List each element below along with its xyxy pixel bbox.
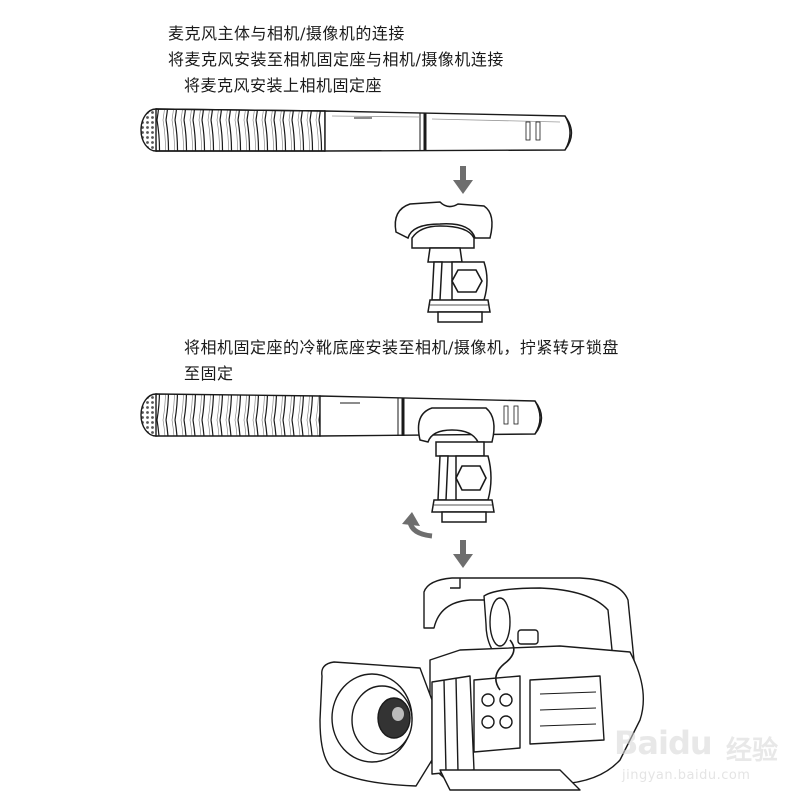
- watermark-url: jingyan.baidu.com: [622, 768, 751, 783]
- rotate-arrow-icon: [402, 512, 433, 539]
- arrow-down-icon-2: [453, 540, 473, 568]
- microphone-top: [140, 108, 573, 152]
- arrow-down-icon: [453, 166, 473, 194]
- step-1-text: 将麦克风安装至相机固定座与相机/摄像机连接: [168, 50, 504, 69]
- camcorder-illustration: [319, 577, 645, 791]
- baidu-watermark: Baidu 经验 jingyan.baidu.com: [608, 722, 798, 792]
- step-2-text-line1: 将相机固定座的冷靴底座安装至相机/摄像机，拧紧转牙锁盘: [184, 338, 619, 357]
- step-2-text-line2: 至固定: [184, 364, 234, 383]
- step-title: 麦克风主体与相机/摄像机的连接: [168, 24, 405, 43]
- camera-mount-mounted: [417, 407, 495, 523]
- watermark-logo: Baidu: [614, 724, 713, 762]
- watermark-brand: 经验: [726, 736, 779, 766]
- camera-mount-top: [394, 201, 493, 323]
- step-1a-text: 将麦克风安装上相机固定座: [184, 76, 383, 95]
